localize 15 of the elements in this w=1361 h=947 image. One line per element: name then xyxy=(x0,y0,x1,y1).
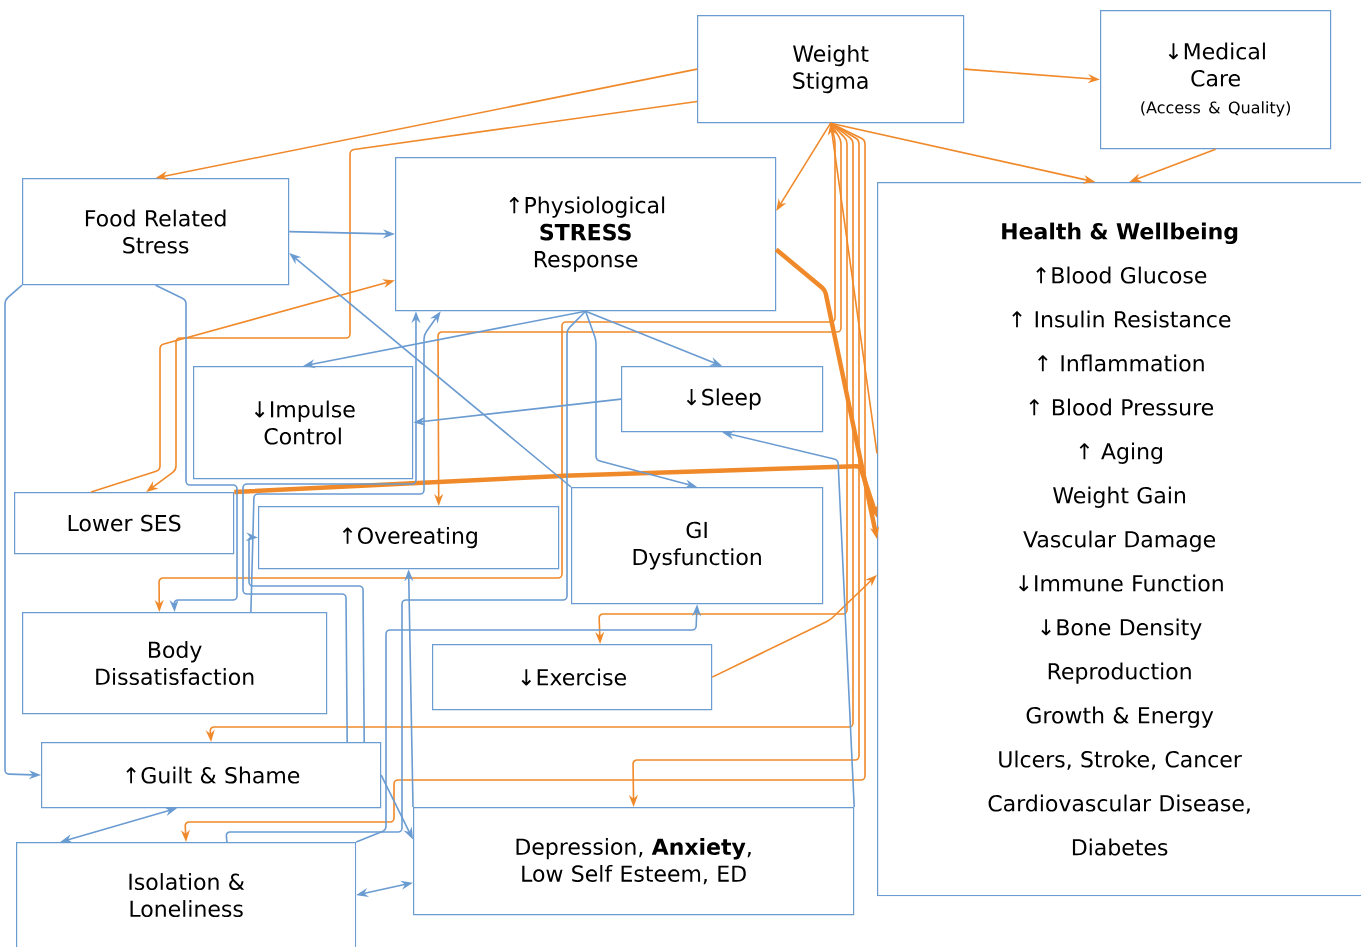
concept-box: GI Dysfunction xyxy=(571,487,824,605)
concept-box: ↑Guilt & Shame xyxy=(41,742,382,809)
concept-box: Food Related Stress xyxy=(22,178,290,286)
concept-box: Isolation & Loneliness xyxy=(16,842,357,947)
concept-box: Body Dissatisfaction xyxy=(22,612,328,715)
concept-box: ↓Exercise xyxy=(432,644,713,711)
concept-box: Lower SES xyxy=(14,492,235,555)
concept-box: Weight Stigma xyxy=(697,15,965,124)
concept-box: ↑Overeating xyxy=(258,506,560,570)
concept-box: ↓Impulse Control xyxy=(193,366,414,480)
concept-box: Depression, Anxiety, Low Self Esteem, ED xyxy=(413,807,855,916)
panel-box: Health & Wellbeing ↑Blood Glucose ↑ Insulin Resistance ↑ Inflammation ↑ Blood Pressure ↑ Aging Weight Gain Vascular Damage ↓Immune Function ↓Bone Density Reproduction Growth & Energy Ulcers, Stroke, Cancer Cardiovascular Disease, Diabetes xyxy=(877,182,1361,897)
concept-box: ↓Medical Care (Access & Quality) xyxy=(1100,10,1332,150)
concept-box: ↑Physiological STRESS Response xyxy=(395,157,777,312)
concept-box: ↓Sleep xyxy=(621,366,824,433)
